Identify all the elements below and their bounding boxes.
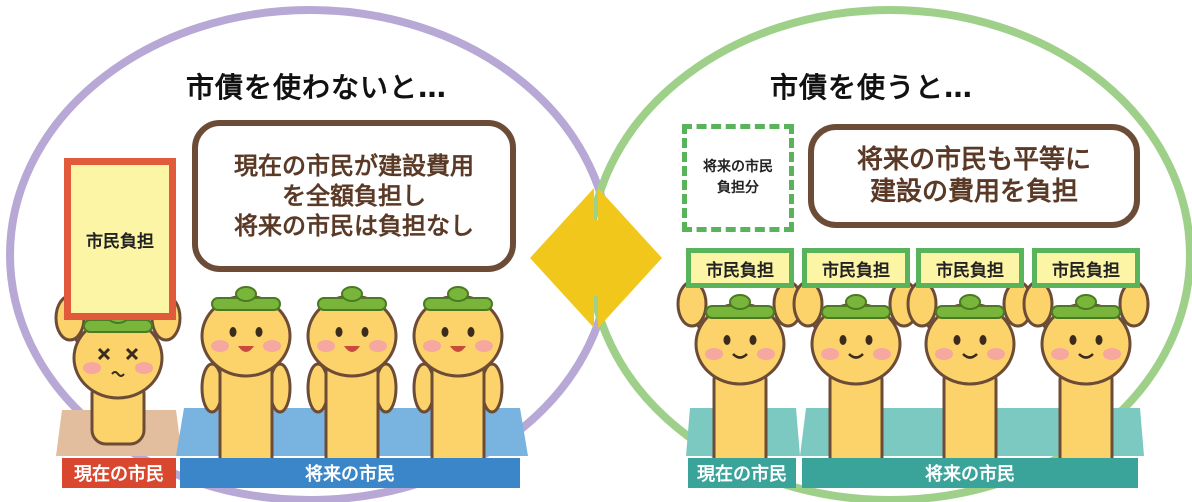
future-share-box: 将来の市民 負担分 <box>682 124 794 232</box>
burden-label: 市民負担 <box>706 260 774 281</box>
current-citizens-label: 現在の市民 <box>688 458 796 488</box>
burden-label: 市民負担 <box>822 260 890 281</box>
burden-label: 市民負担 <box>86 231 154 252</box>
speech-line: 現在の市民が建設費用 <box>234 152 474 180</box>
speech-line: 将来の市民も平等に <box>856 144 1091 175</box>
character-icon <box>306 286 398 480</box>
character-icon <box>412 286 504 480</box>
character-icon <box>1022 280 1150 480</box>
double-arrow-icon <box>590 188 662 328</box>
double-arrow-icon-left <box>530 188 602 328</box>
left-speech-bubble: 現在の市民が建設費用 を全額負担し 将来の市民は負担なし <box>192 120 516 272</box>
burden-box-current: 市民負担 <box>64 158 176 320</box>
left-title: 市債を使わないと… <box>186 71 448 104</box>
burden-box: 市民負担 <box>916 248 1024 288</box>
speech-line: 将来の市民は負担なし <box>234 212 474 240</box>
burden-label: 市民負担 <box>936 260 1004 281</box>
character-icon <box>792 280 920 480</box>
burden-box: 市民負担 <box>1032 248 1140 288</box>
future-citizens-label: 将来の市民 <box>802 458 1138 488</box>
future-citizens-label: 将来の市民 <box>180 458 520 488</box>
burden-label: 市民負担 <box>1052 260 1120 281</box>
speech-line: を全額負担し <box>282 182 426 210</box>
right-title: 市債を使うと… <box>770 71 974 104</box>
burden-box: 市民負担 <box>686 248 794 288</box>
character-icon <box>906 280 1034 480</box>
right-speech-bubble: 将来の市民も平等に 建設の費用を負担 <box>808 124 1140 228</box>
character-icon <box>200 286 292 480</box>
future-share-line: 負担分 <box>717 180 759 196</box>
future-share-line: 将来の市民 <box>703 159 773 175</box>
current-citizens-label: 現在の市民 <box>62 458 176 488</box>
speech-line: 建設の費用を負担 <box>869 177 1078 207</box>
burden-box: 市民負担 <box>802 248 910 288</box>
